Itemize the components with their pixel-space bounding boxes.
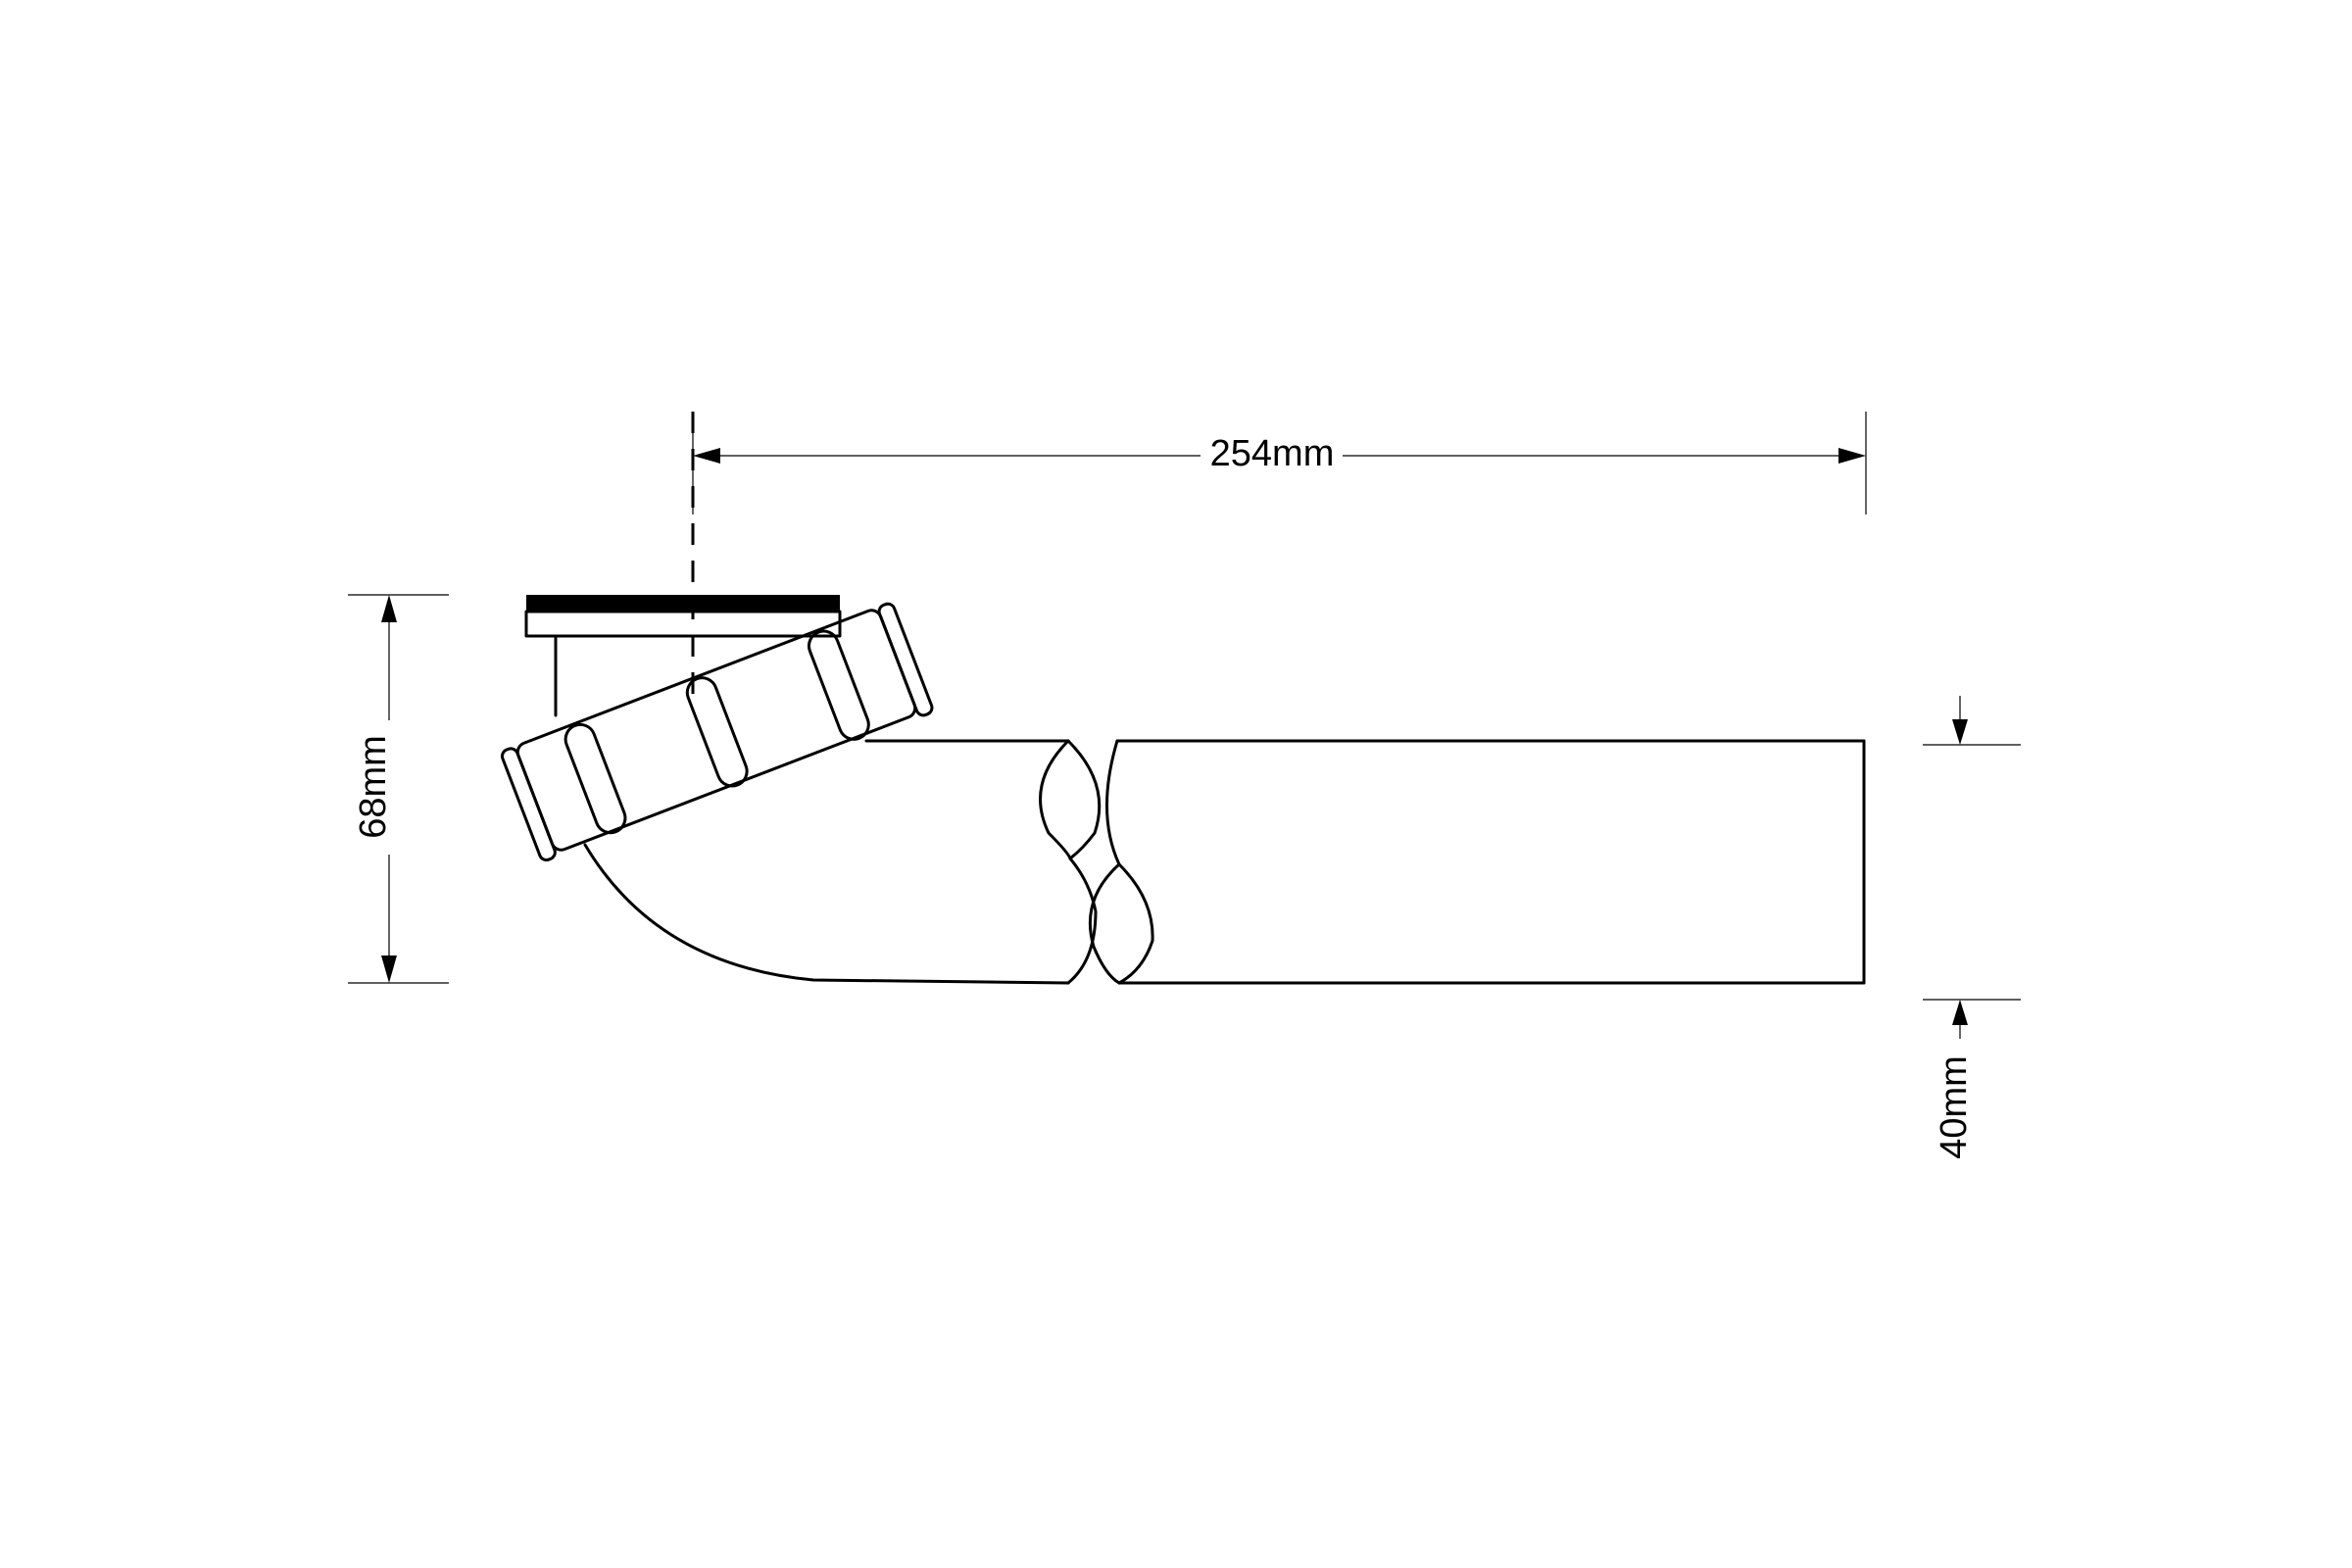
- nut-ring-left: [500, 747, 557, 862]
- grip-slot: [685, 676, 749, 788]
- arrow-down: [1952, 719, 1968, 745]
- dimension-diameter-label: 40mm: [1934, 1055, 1975, 1159]
- dimension-length: 254mm: [692, 412, 1867, 514]
- pipe-straight: [1115, 739, 1866, 985]
- dimension-length-label: 254mm: [1210, 433, 1335, 474]
- pipe-break-right: [1088, 739, 1154, 985]
- dimension-diameter: 40mm: [1923, 696, 2021, 1159]
- pipe-bend: [583, 739, 1070, 985]
- flange: [524, 595, 842, 717]
- arrow-down: [381, 956, 397, 983]
- arrow-up: [1952, 1000, 1968, 1025]
- grip-slot: [807, 629, 870, 741]
- arrow-right: [1838, 448, 1866, 464]
- flange-washer: [524, 610, 842, 638]
- pipe-break-left: [1039, 739, 1102, 985]
- flange-black-plate: [526, 595, 840, 612]
- compression-nut: [500, 602, 934, 862]
- arrow-up: [381, 595, 397, 622]
- grip-slot: [564, 722, 627, 835]
- nut-body: [515, 609, 917, 852]
- arrow-left: [693, 448, 720, 464]
- nut-ring-right: [877, 602, 934, 717]
- dimension-height: 68mm: [348, 594, 449, 984]
- dimension-height-label: 68mm: [353, 735, 394, 839]
